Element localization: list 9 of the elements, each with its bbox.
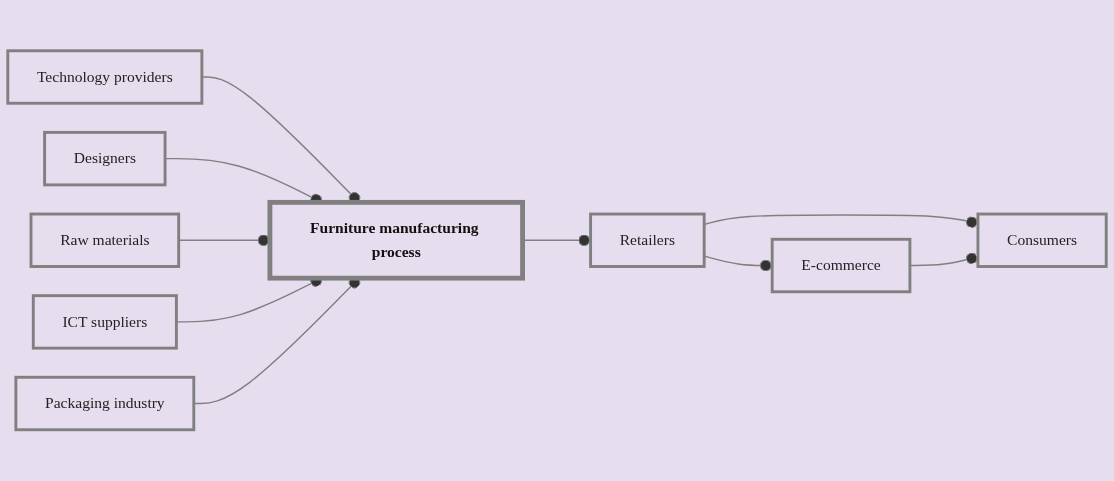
node-box: Raw materials <box>29 212 181 269</box>
node-box: Retailers <box>589 212 706 269</box>
node-box: ICT suppliers <box>31 294 178 350</box>
node-box: Designers <box>43 131 167 187</box>
node-box: Consumers <box>976 212 1108 269</box>
node-box: Technology providers <box>6 49 204 105</box>
node-box: E-commerce <box>770 238 912 294</box>
node-box: Packaging industry <box>14 376 196 432</box>
node-box: Furniture manufacturing process <box>267 200 525 281</box>
